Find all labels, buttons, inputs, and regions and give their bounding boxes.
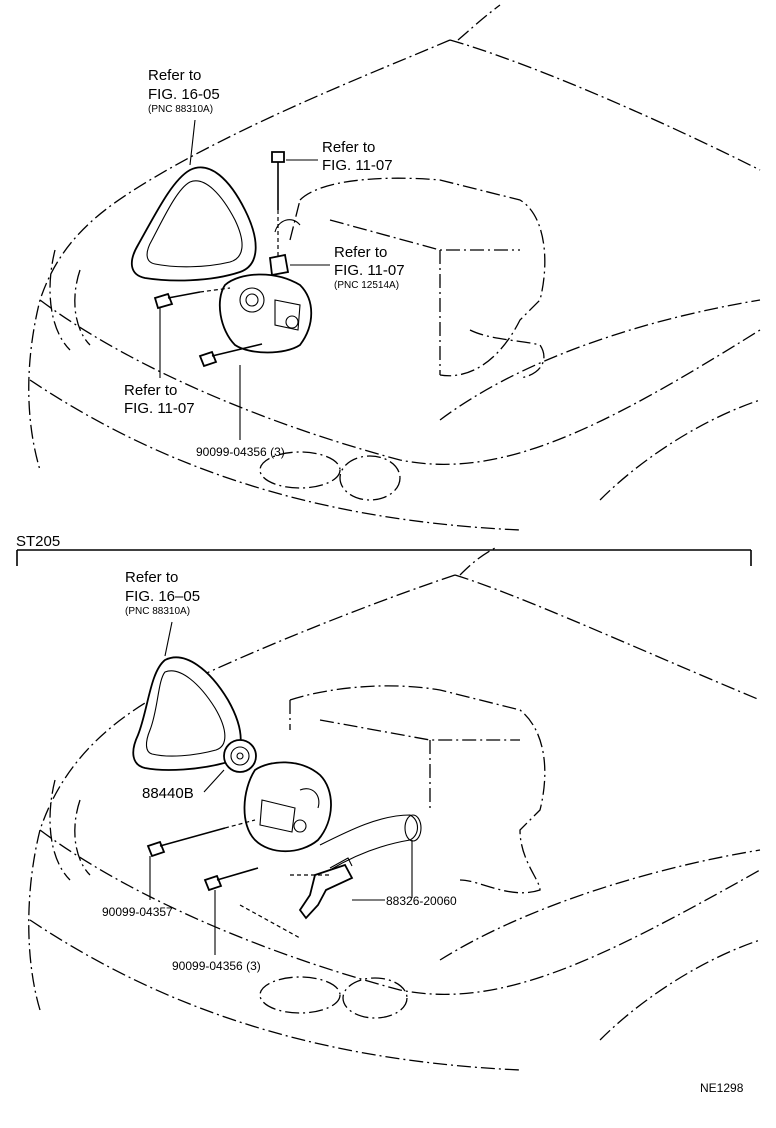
top-bracket-ref-pnc: (PNC 12514A) xyxy=(334,280,399,291)
top-left-bolt-ref-line1: Refer to xyxy=(124,382,177,399)
bottom-belt-ref-line1: Refer to xyxy=(125,569,178,586)
top-belt-ref-line1: Refer to xyxy=(148,67,201,84)
top-belt-ref-pnc: (PNC 88310A) xyxy=(148,104,213,115)
bottom-labels: Refer to FIG. 16–05 (PNC 88310A) 88440B … xyxy=(102,569,457,973)
top-belt-ref-line2: FIG. 16-05 xyxy=(148,86,220,103)
bracket-part-number: 88326-20060 xyxy=(386,894,457,908)
figure-code: NE1298 xyxy=(700,1081,744,1095)
section-label: ST205 xyxy=(16,533,60,550)
top-engine-view xyxy=(28,4,761,531)
section-divider: ST205 xyxy=(16,533,752,566)
top-bracket-ref-line2: FIG. 11-07 xyxy=(334,262,405,279)
top-labels: Refer to FIG. 16-05 (PNC 88310A) Refer t… xyxy=(124,67,405,459)
bottom-engine-view xyxy=(28,547,761,1071)
bottom-belt-ref-pnc: (PNC 88310A) xyxy=(125,606,190,617)
top-bolt-ref-line1: Refer to xyxy=(322,139,375,156)
top-bolt-part-number: 90099-04356 (3) xyxy=(196,445,285,459)
top-left-bolt-ref-line2: FIG. 11-07 xyxy=(124,400,195,417)
bottom-bolt-part-number: 90099-04356 (3) xyxy=(172,959,261,973)
pulley-part-number: 88440B xyxy=(142,785,194,802)
bottom-belt-ref-line2: FIG. 16–05 xyxy=(125,588,200,605)
top-bolt-ref-line2: FIG. 11-07 xyxy=(322,157,393,174)
top-bracket-ref-line1: Refer to xyxy=(334,244,387,261)
long-bolt-part-number: 90099-04357 xyxy=(102,905,173,919)
